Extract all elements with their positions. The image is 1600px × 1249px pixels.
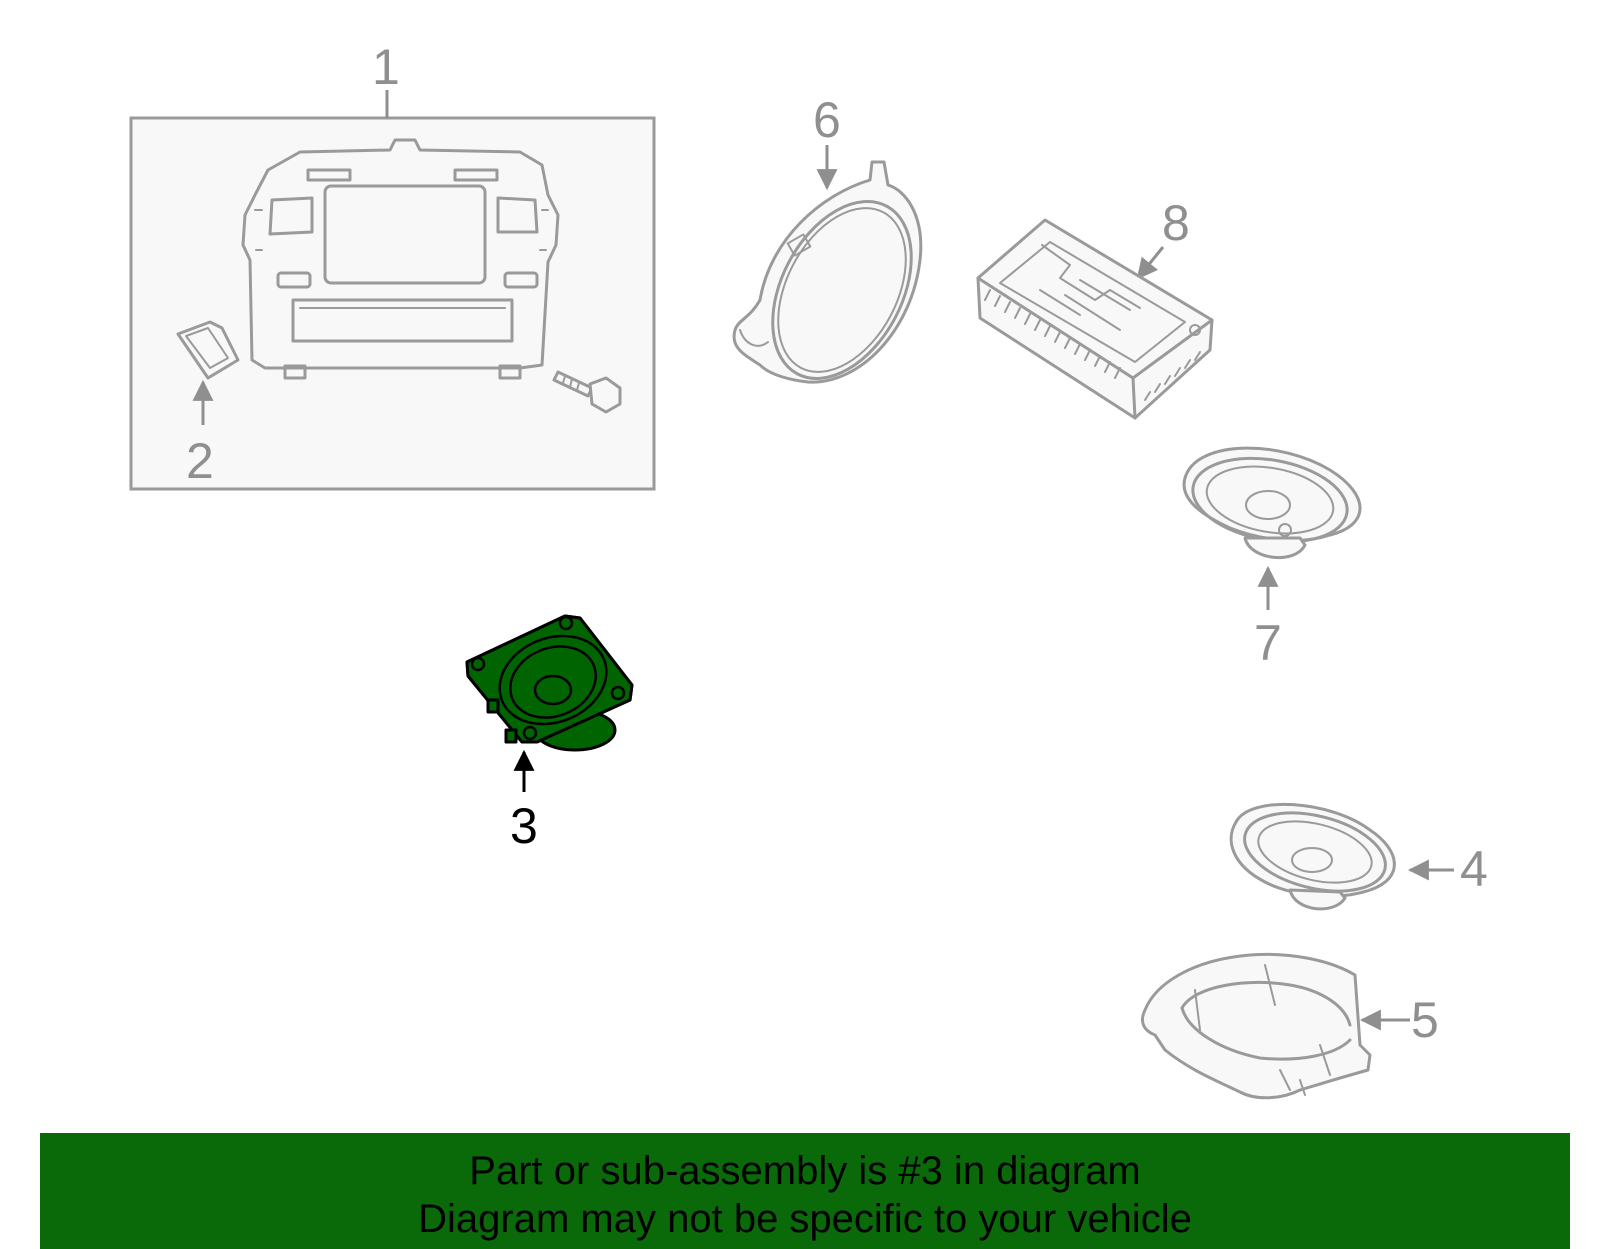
callout-4-label: 4 — [1460, 841, 1488, 897]
banner-line-disclaimer: Diagram may not be specific to your vehi… — [418, 1197, 1192, 1241]
head-unit-bezel — [241, 138, 560, 380]
part-1-head-unit-group: 1 2 — [129, 39, 656, 491]
callout-3-label: 3 — [510, 798, 538, 854]
part-7-oval-speaker: 7 — [1182, 446, 1362, 671]
callout-1-label: 1 — [372, 39, 400, 95]
callout-6-label: 6 — [813, 92, 841, 148]
part-4-oval-speaker: 4 — [1229, 802, 1488, 911]
footer-banner: Part or sub-assembly is #3 in diagram Di… — [40, 1133, 1570, 1249]
callout-8-arrow — [1136, 246, 1165, 280]
callout-5-label: 5 — [1411, 992, 1439, 1048]
screw-icon — [552, 370, 622, 414]
part-5-speaker-spacer: 5 — [1141, 952, 1439, 1100]
callout-8-label: 8 — [1162, 195, 1190, 251]
part-3-speaker-highlighted: 3 — [465, 614, 634, 854]
callout-2-label: 2 — [186, 433, 214, 489]
part-6-speaker-bracket: 6 — [732, 92, 923, 384]
callout-7-label: 7 — [1254, 615, 1282, 671]
part-2-clip: 2 — [176, 320, 240, 489]
banner-line-part-info: Part or sub-assembly is #3 in diagram — [469, 1149, 1141, 1193]
part-8-amplifier: 8 — [976, 195, 1214, 420]
